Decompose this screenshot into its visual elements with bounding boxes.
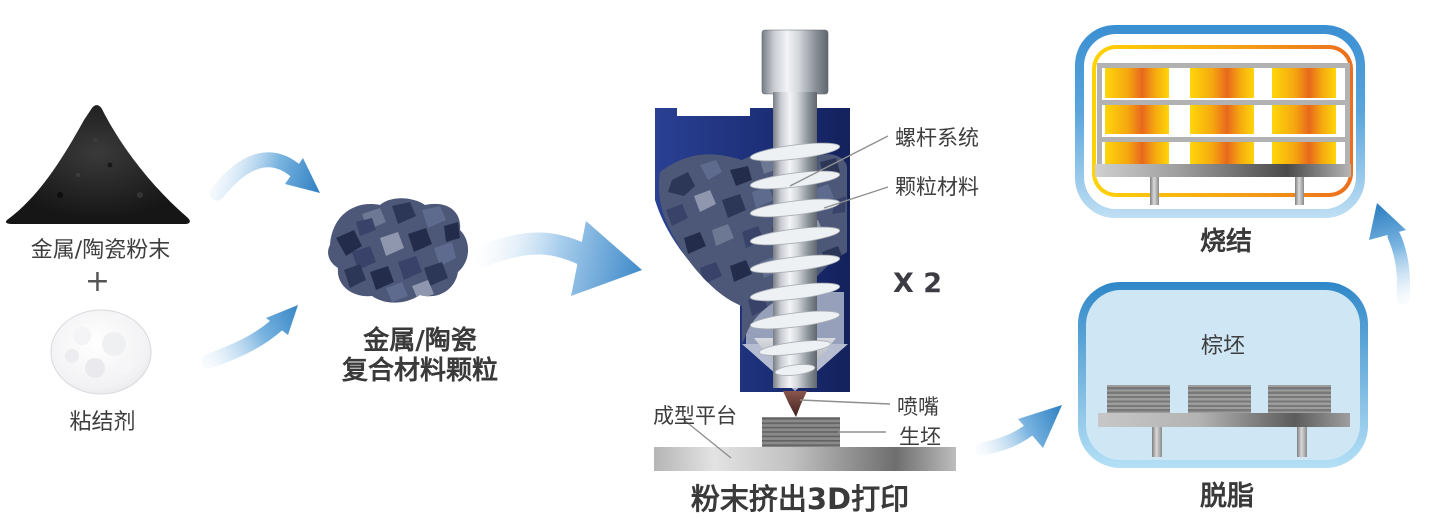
sintered-part <box>1272 68 1336 98</box>
printing-title: 粉末挤出3D打印 <box>690 482 910 516</box>
binder-label: 粘结剂 <box>69 410 136 435</box>
screw-cap <box>761 29 829 95</box>
screw-flights <box>749 142 841 376</box>
powder-label: 金属/陶瓷粉末 <box>30 238 171 263</box>
sintering-furnace <box>1075 25 1365 218</box>
arrow-powder-to-granules <box>209 152 320 201</box>
furnace-rack-top-rail <box>1097 63 1350 68</box>
build-platform <box>654 447 956 471</box>
multiplier-label: X 2 <box>893 268 943 299</box>
leader-platform <box>683 419 732 459</box>
sintered-part <box>1190 68 1254 98</box>
furnace-rack-left-rail <box>1097 63 1102 164</box>
screw-system <box>749 29 841 417</box>
sintered-part <box>1190 105 1254 134</box>
arrow-granules-to-printer <box>472 221 642 296</box>
debinding-tray <box>1098 413 1350 427</box>
brown-part <box>1107 385 1170 414</box>
sintered-part <box>1190 142 1254 164</box>
pellet-material-label: 颗粒材料 <box>895 175 979 199</box>
granule-label-line1: 金属/陶瓷 <box>363 326 477 356</box>
furnace-tray <box>1095 164 1351 177</box>
screw-system-label: 螺杆系统 <box>895 126 979 150</box>
nozzle <box>783 391 807 417</box>
nozzle-label: 喷嘴 <box>897 395 939 419</box>
platform-label: 成型平台 <box>653 404 737 428</box>
sintered-part <box>1105 105 1169 134</box>
green-part-label: 生坯 <box>899 425 941 449</box>
furnace-tray-leg <box>1150 177 1159 205</box>
furnace-rack-shelf <box>1097 100 1350 105</box>
leader-pellets <box>823 186 889 209</box>
sintered-part <box>1272 105 1336 134</box>
metal-powder-pile <box>5 105 190 224</box>
furnace-rack-right-rail <box>1345 63 1350 164</box>
debinding-chamber: 棕坯 <box>1078 282 1368 468</box>
brown-part <box>1268 385 1331 414</box>
green-part <box>762 417 840 448</box>
leader-nozzle <box>799 399 891 405</box>
granule-label: 金属/陶瓷 复合材料颗粒 <box>320 326 520 386</box>
granule-label-line2: 复合材料颗粒 <box>341 356 498 386</box>
debinding-chamber-interior <box>1086 290 1360 460</box>
furnace-rack-shelf <box>1097 137 1350 142</box>
arrow-printer-to-debinding <box>975 405 1062 456</box>
debinding-tray-leg <box>1152 427 1162 457</box>
debinding-tray-leg <box>1297 427 1307 457</box>
furnace-tray-leg <box>1295 177 1304 205</box>
leader-lines <box>683 135 891 459</box>
arrow-binder-to-granules <box>201 305 298 369</box>
arrow-debinding-to-sintering <box>1369 203 1411 305</box>
sintered-part <box>1272 142 1336 164</box>
binder-powder <box>50 309 152 395</box>
plus-sign: + <box>84 264 111 299</box>
sintering-title: 烧结 <box>1199 227 1252 257</box>
sintered-part <box>1105 142 1169 164</box>
debinding-title: 脱脂 <box>1200 481 1254 512</box>
leader-screw <box>789 135 889 187</box>
brown-part <box>1188 385 1251 414</box>
sintered-part <box>1105 68 1169 98</box>
brown-part-label: 棕坯 <box>1200 334 1245 359</box>
composite-granules <box>328 198 469 303</box>
